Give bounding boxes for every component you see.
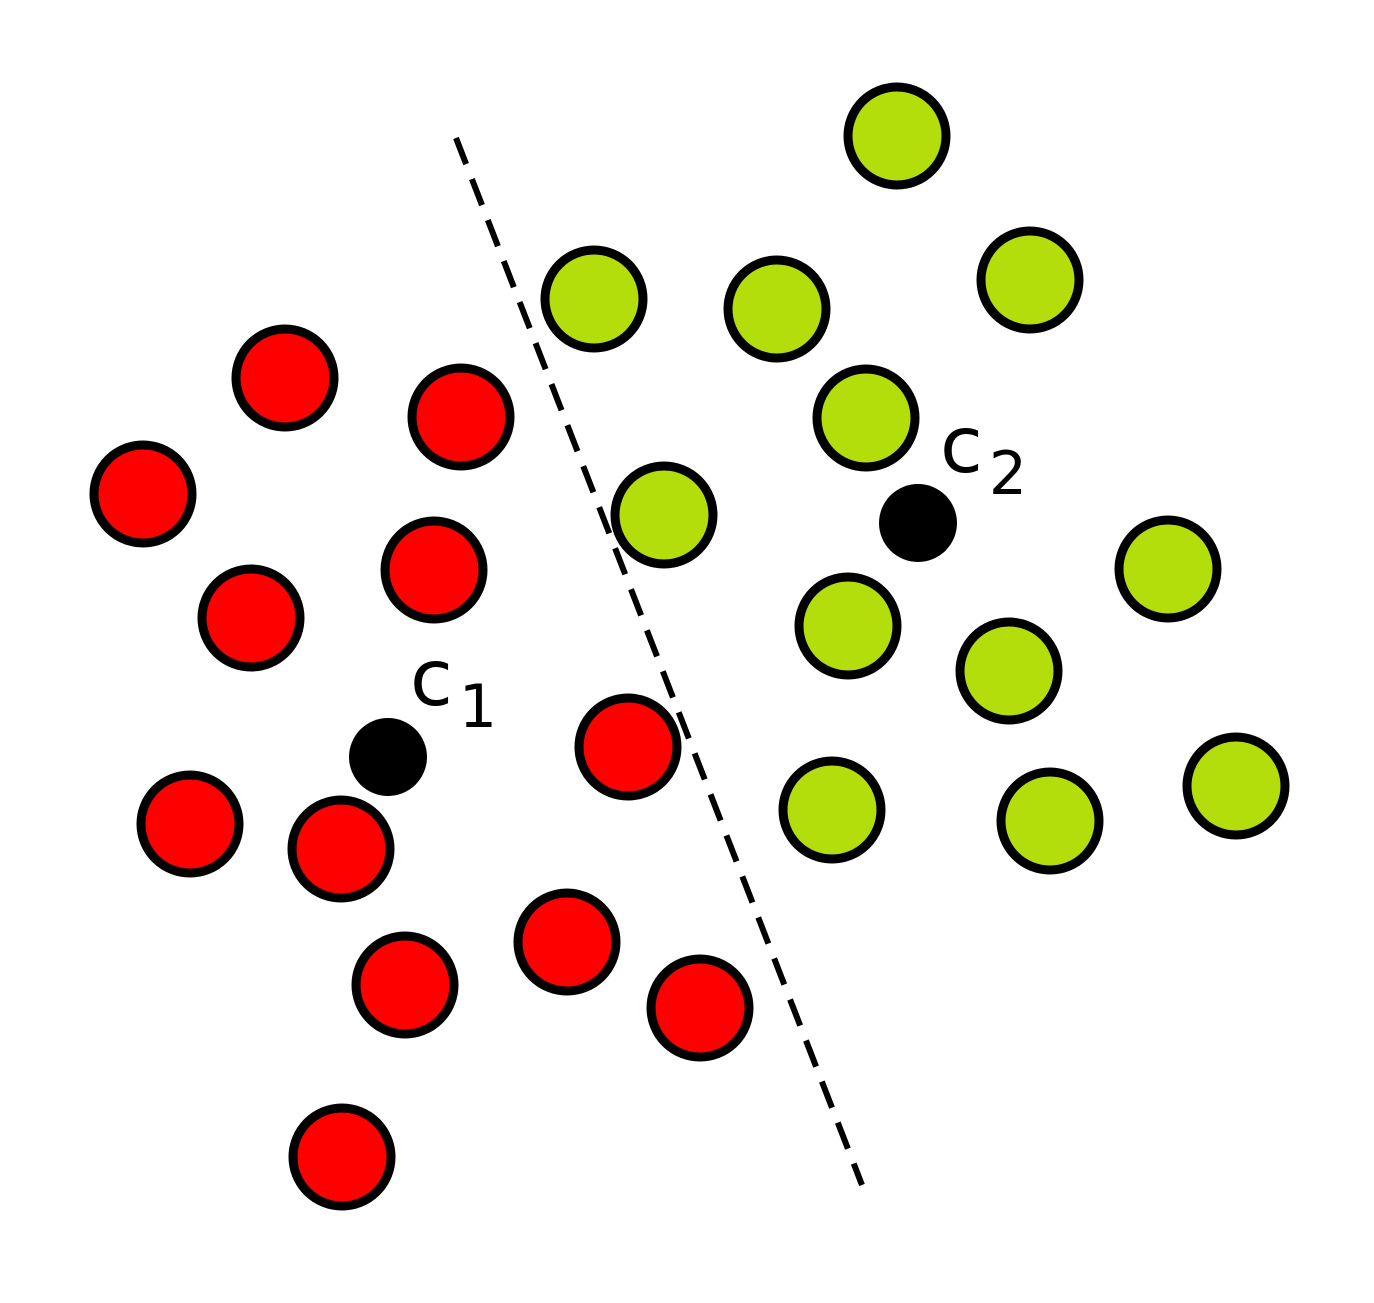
- cluster-2-point: [610, 461, 718, 569]
- cluster-2-point: [778, 756, 886, 864]
- cluster-2-point: [1114, 515, 1222, 623]
- cluster-2-point: [976, 226, 1084, 334]
- cluster-1-point: [89, 440, 197, 548]
- cluster-1-point: [351, 931, 459, 1039]
- cluster-1-points: [89, 324, 754, 1211]
- cluster-1-point: [287, 795, 395, 903]
- centroid-c1: [349, 718, 427, 796]
- cluster-2-points: [540, 82, 1290, 875]
- cluster-1-point: [288, 1103, 396, 1211]
- cluster-1-point: [513, 888, 621, 996]
- cluster-2-point: [955, 617, 1063, 725]
- cluster-1-point: [407, 363, 515, 471]
- decision-boundary-line: [453, 136, 865, 1187]
- cluster-1-point: [197, 564, 305, 672]
- centroid-c1-label-base: c: [410, 634, 453, 724]
- cluster-1-point: [574, 693, 682, 801]
- cluster-2-point: [1182, 732, 1290, 840]
- cluster-2-point: [723, 255, 831, 363]
- cluster-2-point: [540, 245, 648, 353]
- cluster-1-point: [231, 324, 339, 432]
- cluster-1-point: [646, 954, 754, 1062]
- centroid-c1-label-sub: 1: [459, 672, 497, 742]
- centroid-c2-label-base: c: [940, 401, 983, 491]
- cluster-1-point: [136, 770, 244, 878]
- cluster-2-point: [996, 767, 1104, 875]
- centroid-c2-label-sub: 2: [989, 439, 1027, 509]
- cluster-2-point: [812, 364, 920, 472]
- cluster-2-point: [794, 572, 902, 680]
- centroid-c2: [879, 484, 957, 562]
- cluster-2-point: [843, 82, 951, 190]
- cluster-1-point: [380, 516, 488, 624]
